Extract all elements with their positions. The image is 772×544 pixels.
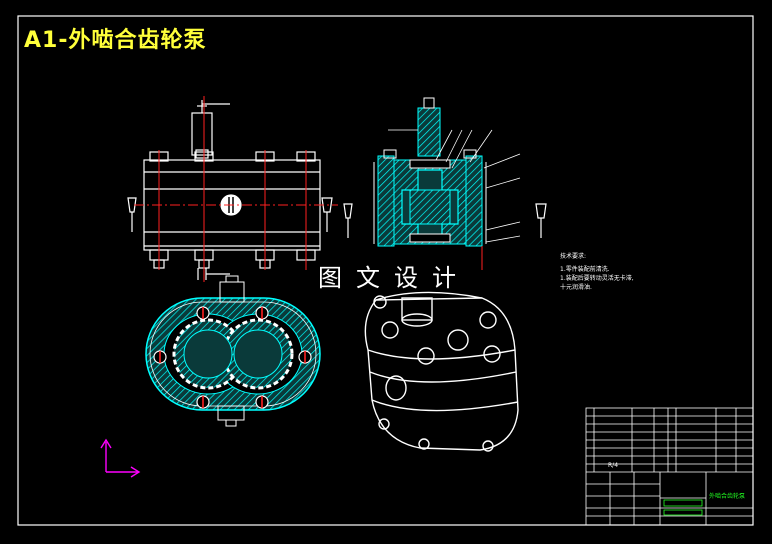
note-line: 1.零件装配前清洗.	[560, 266, 610, 273]
sheet-border	[17, 15, 754, 526]
title-block-drawing-name: 外啮合齿轮泵	[709, 493, 746, 500]
title-block	[585, 407, 754, 526]
isometric-view	[364, 291, 519, 452]
note-line: 十元润滑油.	[560, 284, 592, 291]
notes-heading: 技术要求:	[560, 253, 587, 260]
title-block-label-left: R/4	[608, 462, 619, 469]
drawing-title: A1-外啮合齿轮泵	[24, 28, 207, 53]
watermark-text: 图文设计	[318, 264, 470, 292]
note-line: 1.装配后要转动灵活无卡滞,	[560, 275, 634, 282]
ucs-axis-icon	[100, 438, 141, 478]
side-tags	[343, 203, 547, 238]
section-view	[373, 97, 521, 270]
title-block-green-cells	[663, 499, 703, 516]
gear-section-view	[145, 275, 321, 427]
technical-notes: 技术要求: 1.零件装配前清洗. 1.装配后要转动灵活无卡滞, 十元润滑油.	[560, 252, 634, 292]
front-view-centerlines	[134, 96, 338, 282]
